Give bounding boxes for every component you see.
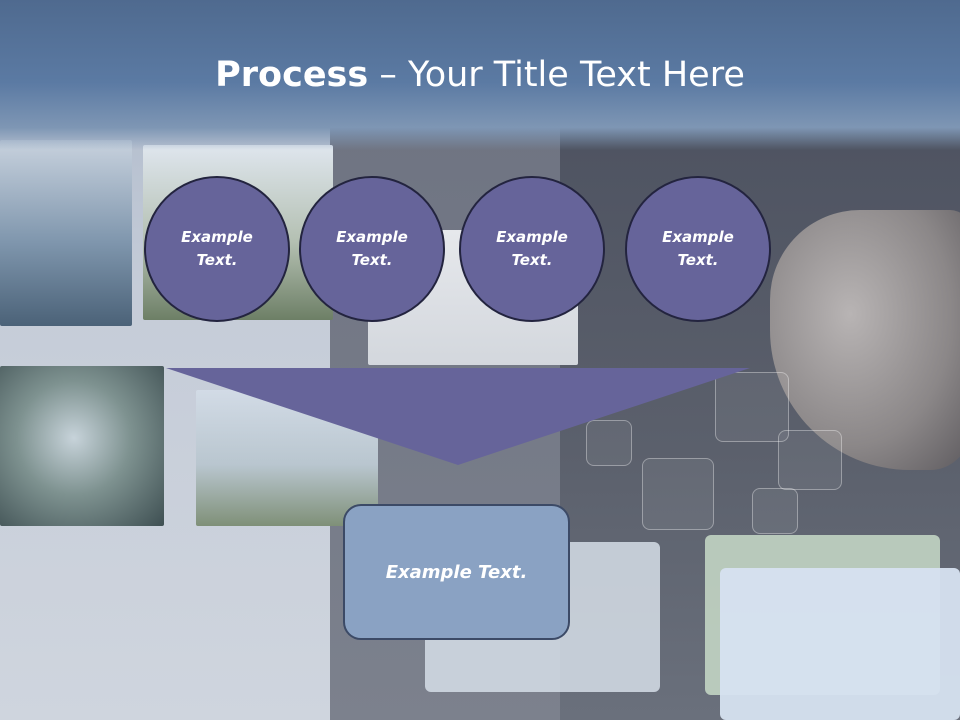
background-square [586,420,632,466]
background-square [642,458,714,530]
step-line-1: Example [496,228,568,246]
step-line-2: Text. [351,251,393,269]
background-square [778,430,842,490]
step-line-2: Text. [196,251,238,269]
funnel-triangle [166,368,750,465]
title-rest: – Your Title Text Here [368,55,745,95]
background-photo-water [0,140,132,326]
funnel-arrow [166,368,750,465]
background-photo-globe [0,366,164,526]
background-panel-fish [720,568,960,720]
result-box-label: Example Text. [385,561,528,583]
background-square [752,488,798,534]
title-bold: Process [215,55,369,95]
slide-title: Process – Your Title Text Here [0,52,960,98]
step-line-2: Text. [677,251,719,269]
step-line-1: Example [662,228,734,246]
step-line-1: Example [181,228,253,246]
step-line-1: Example [336,228,408,246]
result-box: Example Text. [343,504,570,640]
background-square [715,372,789,442]
step-line-2: Text. [511,251,553,269]
title-band [0,0,960,150]
